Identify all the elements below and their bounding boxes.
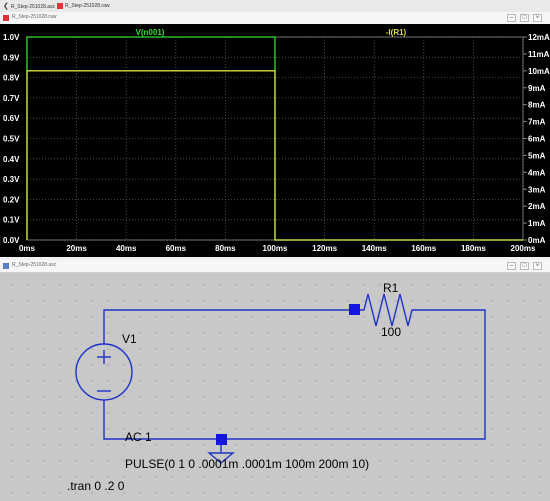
legend-voltage-trace[interactable]: V(n001) [136,28,165,37]
x-tick-label: 180ms [461,244,486,253]
r1-value-label[interactable]: 100 [381,325,402,339]
y-right-tick-label: 12mA [528,33,550,42]
close-button[interactable]: × [533,262,542,270]
y-left-tick-label: 0.6V [3,114,20,123]
x-tick-label: 120ms [312,244,337,253]
waveform-plot[interactable]: 0ms 20ms 40ms 60ms 80ms 100ms 120ms 140ms 160ms 1… [0,24,550,257]
tab-label: R_Step-251028.raw [65,3,110,9]
x-tick-label: 160ms [411,244,436,253]
schematic-window-titlebar: R_Step-251028.asc – □ × [0,260,550,273]
trace-current-r1[interactable] [26,70,523,241]
schematic-drawing[interactable] [0,273,550,501]
y-right-tick-label: 10mA [528,67,550,76]
x-tick-label: 80ms [215,244,236,253]
x-tick-label: 100ms [263,244,288,253]
waveform-window-icon [3,15,9,21]
y-right-tick-label: 1mA [528,219,546,228]
tab-schematic[interactable]: ❮R_Step-251028.asc [3,2,55,11]
pulse-label[interactable]: PULSE(0 1 0 .0001m .0001m 100m 200m 10) [125,457,370,471]
node-ground[interactable] [216,434,227,445]
y-left-tick-label: 0.3V [3,175,20,184]
voltage-source-v1[interactable] [75,343,133,401]
y-right-tick-label: 11mA [528,50,550,59]
minimize-button[interactable]: – [507,14,516,22]
node-n001[interactable] [349,304,360,315]
x-tick-label: 20ms [66,244,87,253]
minimize-button[interactable]: – [507,262,516,270]
y-left-tick-label: 0.4V [3,155,20,164]
x-tick-label: 40ms [116,244,137,253]
y-left-tick-label: 0.2V [3,195,20,204]
restore-button[interactable]: □ [520,262,529,270]
ac-label[interactable]: AC 1 [125,430,152,444]
x-tick-label: 0ms [19,244,36,253]
x-tick-label: 140ms [362,244,387,253]
y-left-tick-label: 0.0V [3,236,20,245]
y-right-tick-label: 3mA [528,185,546,194]
y-right-tick-label: 6mA [528,135,546,144]
y-left-tick-label: 0.1V [3,216,20,225]
y-left-tick-label: 0.9V [3,53,20,62]
y-right-tick-label: 9mA [528,84,546,93]
y-left-tick-label: 0.5V [3,135,20,144]
r1-label[interactable]: R1 [383,281,399,295]
waveform-window-title: R_Step-251028.raw [12,14,57,20]
restore-button[interactable]: □ [520,14,529,22]
legend-current-trace[interactable]: -I(R1) [386,28,407,37]
schematic-window-title: R_Step-251028.asc [12,262,57,268]
v1-label[interactable]: V1 [122,332,137,346]
resistor-r1[interactable] [354,293,420,327]
tab-label: R_Step-251028.asc [10,3,56,10]
x-tick-label: 60ms [166,244,187,253]
y-right-tick-label: 7mA [528,118,546,127]
tran-directive[interactable]: .tran 0 .2 0 [67,479,125,493]
schematic-window-icon [3,263,9,269]
waveform-file-icon [57,2,63,9]
y-right-tick-label: 0mA [528,236,546,245]
tab-waveform[interactable]: R_Step-251028.raw [57,2,109,11]
wire-top-left[interactable] [103,309,354,344]
y-right-tick-label: 5mA [528,151,546,160]
wire-source-bottom[interactable] [103,309,486,440]
close-button[interactable]: × [533,14,542,22]
y-right-tick-label: 8mA [528,101,546,110]
schematic-editor[interactable]: V1 R1 100 AC 1 PULSE(0 1 0 .0001m .0001m… [0,273,550,501]
back-arrow-icon: ❮ [3,3,9,10]
waveform-plot-pane[interactable]: 0ms 20ms 40ms 60ms 80ms 100ms 120ms 140ms 160ms 1… [0,24,550,257]
y-left-tick-label: 1.0V [3,33,20,42]
y-left-tick-label: 0.7V [3,94,20,103]
y-right-tick-label: 2mA [528,202,546,211]
x-tick-label: 200ms [511,244,536,253]
y-right-tick-label: 4mA [528,168,546,177]
y-left-tick-label: 0.8V [3,74,20,83]
